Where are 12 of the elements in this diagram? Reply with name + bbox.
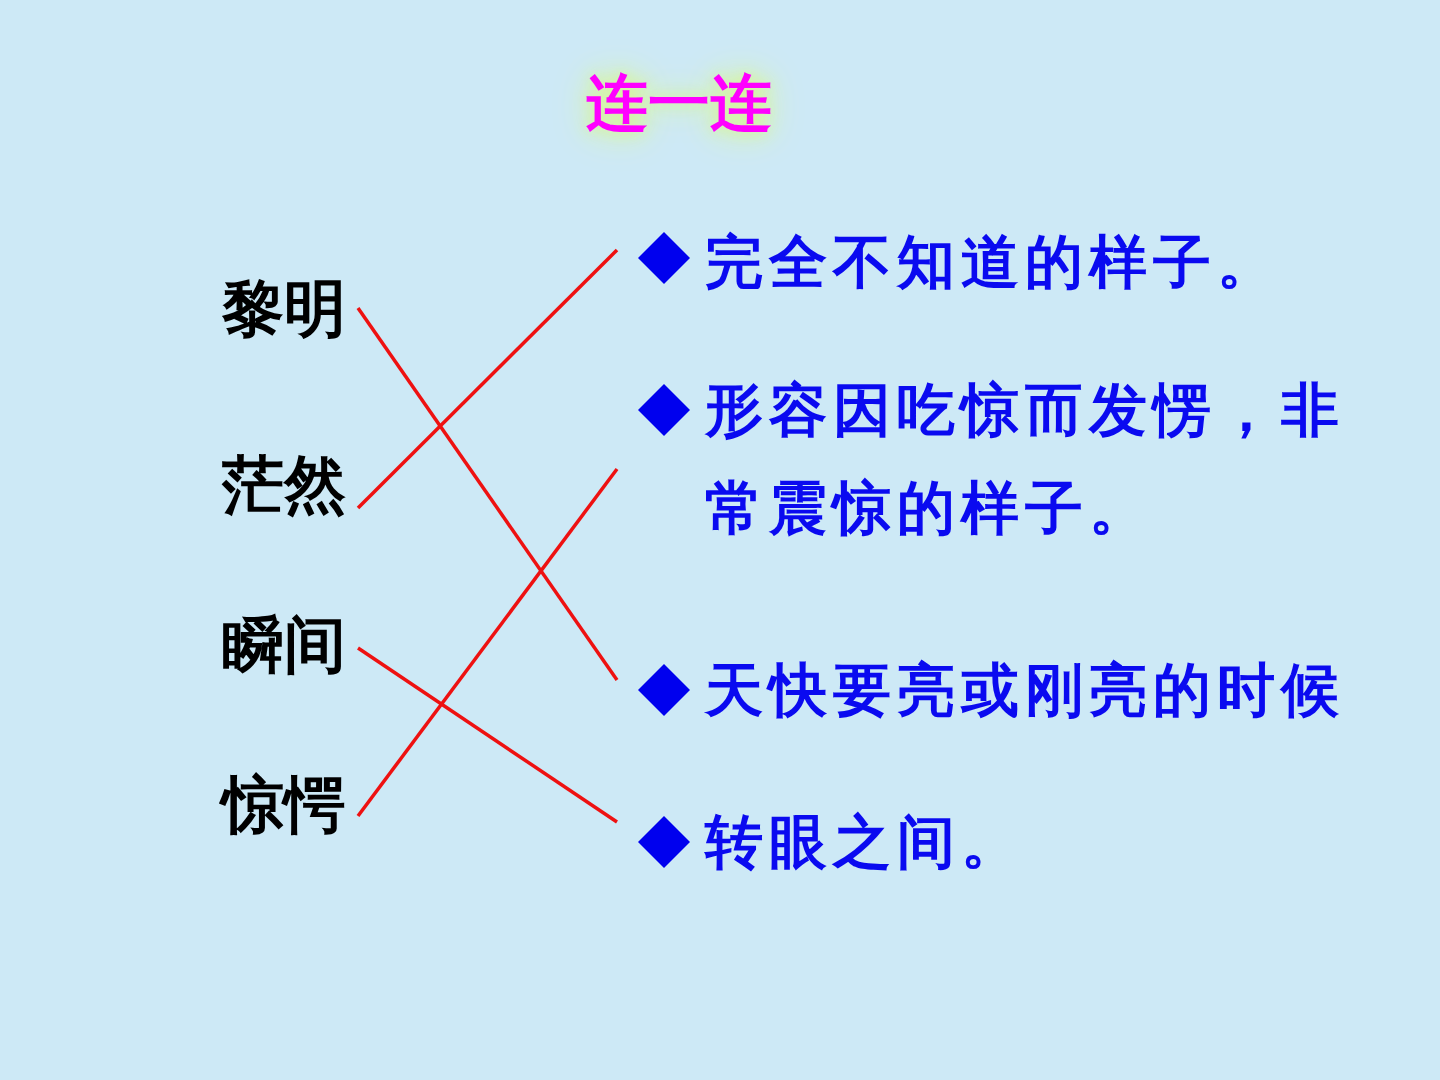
title: 连一连	[586, 65, 772, 141]
connector-line	[356, 307, 619, 681]
connector-line	[356, 248, 619, 510]
definition-text: 转眼之间。	[705, 807, 1026, 878]
connector-line	[356, 467, 619, 818]
word-label: 茫然	[222, 449, 358, 521]
word-label: 黎明	[222, 273, 358, 345]
definition-text: 完全不知道的样子。	[705, 227, 1282, 298]
definition-text: 天快要亮或刚亮的时候	[705, 655, 1346, 726]
definition-text: 形容因吃惊而发愣，非常震惊的样子。	[705, 375, 1346, 544]
connector-line	[357, 646, 618, 824]
word-label: 瞬间	[222, 609, 358, 681]
